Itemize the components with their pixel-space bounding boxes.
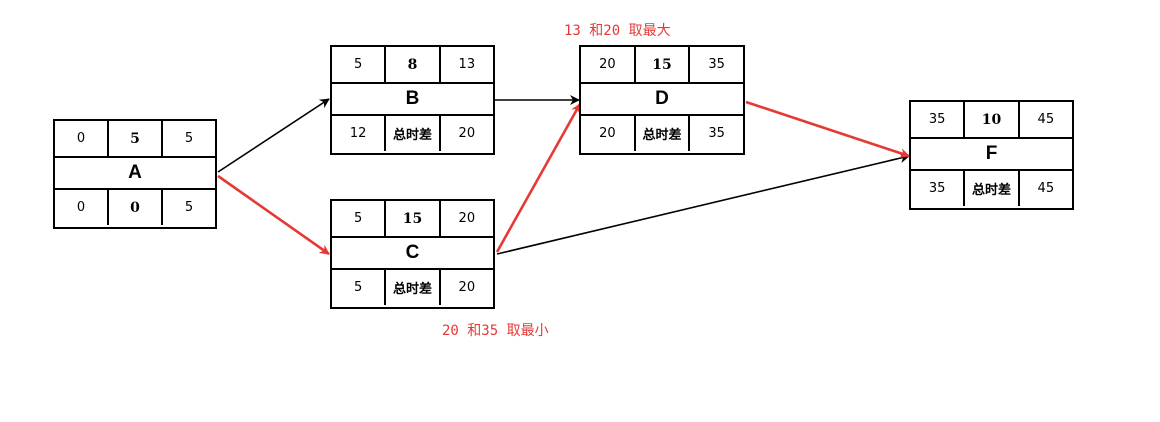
annotation-min: 20 和35 取最小: [442, 323, 549, 339]
total-float: 总时差: [963, 171, 1017, 206]
latest-finish: 35: [688, 116, 743, 151]
edge-c-f: [496, 153, 910, 255]
activity-node-d[interactable]: 20 15 35 D 20 总时差 35: [579, 45, 745, 155]
activity-node-b[interactable]: 5 8 13 B 12 总时差 20: [330, 45, 495, 155]
latest-finish: 45: [1017, 171, 1072, 206]
total-float: 0: [107, 190, 161, 225]
activity-node-f[interactable]: 35 10 45 F 35 总时差 45: [909, 100, 1074, 210]
latest-finish: 5: [161, 190, 215, 225]
duration: 5: [107, 121, 161, 156]
edge-c-d: [495, 103, 582, 253]
earliest-finish: 20: [438, 201, 493, 236]
edge-a-c: [217, 174, 330, 256]
earliest-start: 5: [354, 57, 363, 72]
total-float: 总时差: [384, 116, 438, 151]
latest-start: 5: [354, 280, 363, 295]
activity-name: C: [405, 242, 420, 263]
edge-d-f: [745, 100, 910, 158]
latest-start: 35: [928, 181, 946, 196]
annotation-max: 13 和20 取最大: [564, 23, 671, 39]
total-float: 总时差: [633, 116, 689, 151]
latest-finish: 20: [438, 116, 493, 151]
activity-name: F: [985, 143, 998, 164]
latest-start: 12: [349, 126, 367, 141]
latest-start: 20: [599, 126, 616, 141]
earliest-finish: 35: [688, 47, 743, 82]
latest-start: 0: [76, 200, 86, 215]
earliest-finish: 45: [1017, 102, 1072, 137]
earliest-start: 20: [599, 57, 616, 72]
earliest-finish: 5: [161, 121, 215, 156]
earliest-start: 5: [354, 211, 363, 226]
earliest-finish: 13: [438, 47, 493, 82]
duration: 15: [633, 47, 689, 82]
activity-name: D: [655, 88, 669, 109]
earliest-start: 35: [928, 112, 946, 127]
duration: 8: [384, 47, 438, 82]
duration: 10: [963, 102, 1017, 137]
activity-name: B: [405, 88, 420, 109]
total-float: 总时差: [384, 270, 438, 305]
duration: 15: [384, 201, 438, 236]
edge-a-b: [217, 98, 330, 173]
latest-finish: 20: [438, 270, 493, 305]
earliest-start: 0: [76, 131, 86, 146]
activity-node-a[interactable]: 0 5 5 A 0 0 5: [53, 119, 217, 229]
activity-name: A: [128, 162, 142, 183]
activity-node-c[interactable]: 5 15 20 C 5 总时差 20: [330, 199, 495, 309]
